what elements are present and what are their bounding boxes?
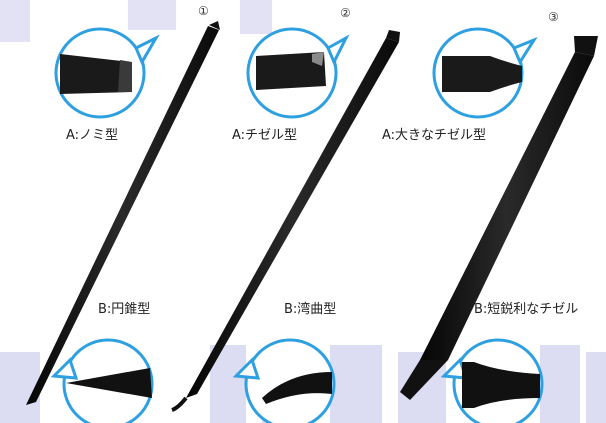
label-1b: B:円錐型 — [98, 302, 151, 317]
zoom-circle-2a — [246, 27, 350, 119]
tool-number-3: ③ — [548, 10, 559, 24]
zoom-circle-1b — [50, 338, 154, 423]
label-2b: B:湾曲型 — [284, 302, 337, 317]
label-1a: A:ノミ型 — [66, 128, 119, 143]
label-2a: A:チゼル型 — [232, 128, 298, 143]
tool-number-2: ② — [340, 6, 351, 20]
tool-1-body — [26, 21, 220, 405]
label-3b: B:短鋭利なチゼル — [474, 302, 579, 317]
zoom-circle-3b — [440, 338, 544, 423]
zoom-circle-3a — [432, 27, 538, 119]
watermark-top — [0, 0, 272, 42]
tool-3-body — [400, 36, 598, 400]
label-3a: A:大きなチゼル型 — [382, 128, 487, 143]
tool-2-body — [171, 30, 400, 412]
zoom-circle-1a — [54, 27, 160, 119]
zoom-circle-2b — [232, 338, 336, 423]
tool-number-1: ① — [198, 4, 209, 18]
